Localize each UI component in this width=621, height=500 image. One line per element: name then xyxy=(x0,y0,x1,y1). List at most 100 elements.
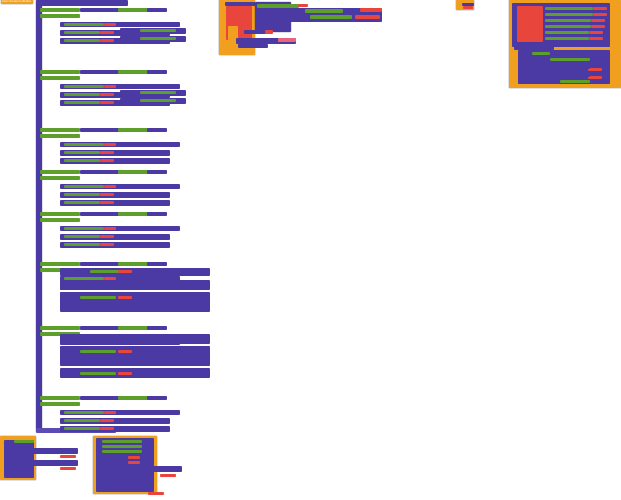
set-block[interactable] xyxy=(80,372,116,375)
set-block[interactable] xyxy=(40,402,80,406)
control-block[interactable] xyxy=(60,242,170,248)
set-block[interactable] xyxy=(80,350,116,353)
control-block[interactable] xyxy=(80,396,120,400)
control-block[interactable] xyxy=(80,262,120,266)
set-block[interactable] xyxy=(64,411,104,414)
set-block[interactable] xyxy=(305,9,343,13)
set-block[interactable] xyxy=(40,134,80,138)
set-block[interactable] xyxy=(64,23,104,26)
set-block[interactable] xyxy=(64,193,100,196)
control-block[interactable] xyxy=(560,66,590,69)
control-block[interactable] xyxy=(147,8,167,12)
text-block[interactable] xyxy=(588,68,602,71)
control-block[interactable] xyxy=(60,158,170,164)
set-block[interactable] xyxy=(64,39,100,42)
text-block[interactable] xyxy=(100,39,114,42)
set-block[interactable] xyxy=(64,85,104,88)
text-block[interactable] xyxy=(591,25,605,28)
text-block[interactable] xyxy=(588,76,602,79)
control-block[interactable] xyxy=(80,8,120,12)
set-block[interactable] xyxy=(545,31,589,34)
text-block[interactable] xyxy=(100,159,114,162)
control-block[interactable] xyxy=(60,226,180,231)
text-block[interactable] xyxy=(104,85,116,88)
control-block[interactable] xyxy=(60,22,180,27)
control-block[interactable] xyxy=(60,426,170,432)
set-block[interactable] xyxy=(64,159,100,162)
text-block[interactable] xyxy=(104,227,116,230)
text-block[interactable] xyxy=(589,37,603,40)
text-block[interactable] xyxy=(100,193,114,196)
text-block[interactable] xyxy=(100,243,114,246)
control-block[interactable] xyxy=(80,128,120,132)
set-block[interactable] xyxy=(140,91,176,94)
text-block[interactable] xyxy=(160,474,176,477)
text-block[interactable] xyxy=(593,7,607,10)
control-block[interactable] xyxy=(244,30,268,34)
control-block[interactable] xyxy=(60,150,170,156)
set-block[interactable] xyxy=(560,80,590,83)
control-block[interactable] xyxy=(60,142,180,147)
set-block[interactable] xyxy=(64,243,100,246)
set-block[interactable] xyxy=(64,151,100,154)
control-block[interactable] xyxy=(462,3,474,6)
text-block[interactable] xyxy=(100,151,114,154)
control-block[interactable] xyxy=(18,460,78,466)
control-block[interactable] xyxy=(514,46,554,50)
control-block[interactable] xyxy=(147,70,167,74)
control-block[interactable] xyxy=(122,466,182,472)
set-block[interactable] xyxy=(545,37,589,40)
set-block[interactable] xyxy=(64,201,100,204)
text-block[interactable] xyxy=(100,419,114,422)
event-block[interactable] xyxy=(228,26,238,40)
set-block[interactable] xyxy=(550,58,590,61)
control-block[interactable] xyxy=(60,92,170,98)
set-block[interactable] xyxy=(90,270,126,273)
control-block[interactable] xyxy=(80,212,120,216)
set-block[interactable] xyxy=(40,218,80,222)
procedure-header[interactable] xyxy=(36,0,128,6)
control-block[interactable] xyxy=(225,2,255,6)
text-block[interactable] xyxy=(118,270,132,273)
set-block[interactable] xyxy=(64,277,104,280)
set-block[interactable] xyxy=(64,31,100,34)
set-block[interactable] xyxy=(545,13,593,16)
control-block[interactable] xyxy=(60,292,210,312)
text-block[interactable] xyxy=(60,467,76,470)
text-block[interactable] xyxy=(128,456,140,459)
set-block[interactable] xyxy=(102,445,142,448)
text-block[interactable] xyxy=(265,30,273,34)
set-block[interactable] xyxy=(40,326,80,330)
control-block[interactable] xyxy=(60,410,180,415)
text-block[interactable] xyxy=(100,93,114,96)
control-block[interactable] xyxy=(147,262,167,266)
set-block[interactable] xyxy=(64,227,104,230)
set-block[interactable] xyxy=(40,262,80,266)
set-block[interactable] xyxy=(40,8,80,12)
set-block[interactable] xyxy=(102,450,142,453)
control-block[interactable] xyxy=(98,486,154,490)
set-block[interactable] xyxy=(40,14,80,18)
set-block[interactable] xyxy=(64,143,104,146)
text-block[interactable] xyxy=(118,372,132,375)
set-block[interactable] xyxy=(14,440,34,443)
control-block[interactable] xyxy=(147,128,167,132)
text-block[interactable] xyxy=(100,31,114,34)
set-block[interactable] xyxy=(545,19,591,22)
text-block[interactable] xyxy=(591,19,605,22)
set-block[interactable] xyxy=(40,70,80,74)
procedure-block[interactable] xyxy=(36,0,42,432)
text-block[interactable] xyxy=(463,6,473,9)
set-block[interactable] xyxy=(40,212,80,216)
text-block[interactable] xyxy=(593,13,607,16)
control-block[interactable] xyxy=(60,184,180,189)
set-block[interactable] xyxy=(140,37,176,40)
control-block[interactable] xyxy=(236,38,296,44)
text-block[interactable] xyxy=(148,492,164,495)
set-block[interactable] xyxy=(140,29,176,32)
control-block[interactable] xyxy=(80,70,120,74)
control-block[interactable] xyxy=(60,30,170,36)
set-block[interactable] xyxy=(40,76,80,80)
set-block[interactable] xyxy=(118,8,148,12)
logic-block[interactable] xyxy=(278,38,296,42)
